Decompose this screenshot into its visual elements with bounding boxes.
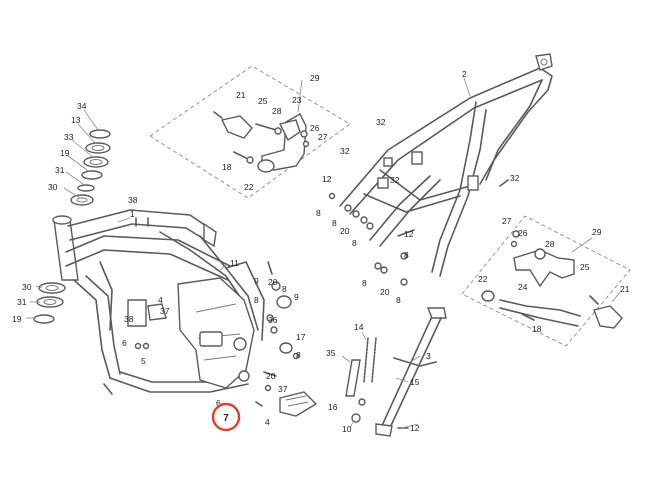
footpegs-lower xyxy=(147,303,318,417)
callout-8-e: 8 xyxy=(332,218,337,228)
callout-29-right: 29 xyxy=(592,227,602,237)
callout-8: 8 xyxy=(254,295,259,305)
callout-11: 11 xyxy=(230,258,239,268)
callout-18: 18 xyxy=(222,162,232,172)
callout-38: 38 xyxy=(128,195,138,205)
callout-31: 31 xyxy=(55,165,65,175)
callout-30: 30 xyxy=(48,182,58,192)
callout-8-i: 8 xyxy=(362,278,367,288)
callout-37-upper: 37 xyxy=(160,306,170,316)
callout-38-lower: 38 xyxy=(124,314,134,324)
callout-12-a: 12 xyxy=(322,174,332,184)
callout-16: 16 xyxy=(328,402,338,412)
callout-25: 25 xyxy=(258,96,268,106)
callout-22-right: 22 xyxy=(478,274,488,284)
callout-17: 17 xyxy=(296,332,306,342)
group-box-footrest-upper xyxy=(149,65,351,199)
callout-32-a: 32 xyxy=(376,117,386,127)
callout-2: 2 xyxy=(462,69,467,79)
callout-13: 13 xyxy=(71,115,81,125)
callout-26-right: 26 xyxy=(518,228,528,238)
callout-19-left: 19 xyxy=(12,314,22,324)
callout-5: 5 xyxy=(141,356,146,366)
callout-20-d: 20 xyxy=(380,287,390,297)
callout-8-c: 8 xyxy=(296,350,301,360)
callout-8-g: 8 xyxy=(404,250,409,260)
callout-12-c: 12 xyxy=(410,423,420,433)
callout-21: 21 xyxy=(236,90,246,100)
callout-8-h: 8 xyxy=(396,295,401,305)
highlight-ring xyxy=(211,402,241,432)
callout-21-right: 21 xyxy=(620,284,630,294)
callout-27: 27 xyxy=(318,132,328,142)
side-stand-assembly xyxy=(345,307,447,437)
callout-4-upper: 4 xyxy=(158,295,163,305)
callout-35: 35 xyxy=(326,348,336,358)
callout-12-b: 12 xyxy=(404,229,414,239)
callout-8-b: 8 xyxy=(282,284,287,294)
callout-1: 1 xyxy=(130,209,135,219)
callout-3: 3 xyxy=(426,351,431,361)
callout-9-b: 9 xyxy=(294,292,299,302)
callout-20-b: 20 xyxy=(266,371,276,381)
callout-30-left: 30 xyxy=(22,282,32,292)
callout-8-d: 8 xyxy=(316,208,321,218)
callout-26: 26 xyxy=(310,123,320,133)
callout-9: 9 xyxy=(254,276,259,286)
callout-34: 34 xyxy=(77,101,87,111)
callout-8-f: 8 xyxy=(352,238,357,248)
callout-32-b: 32 xyxy=(340,146,350,156)
callout-18-right: 18 xyxy=(532,324,542,334)
subframe-bolts xyxy=(328,179,509,286)
callout-27-right: 27 xyxy=(502,216,512,226)
highlighted-callout[interactable]: 7 xyxy=(211,402,241,432)
callout-15: 15 xyxy=(410,377,420,387)
group-box-footrest-right xyxy=(461,215,631,347)
subframe xyxy=(339,53,553,277)
callout-33: 33 xyxy=(64,132,74,142)
highlight-label: 7 xyxy=(223,413,229,424)
callout-28-right: 28 xyxy=(545,239,555,249)
main-frame xyxy=(52,209,265,395)
callout-28: 28 xyxy=(272,106,282,116)
callout-4-lower: 4 xyxy=(265,417,270,427)
callout-6-upper: 6 xyxy=(122,338,127,348)
callout-20: 20 xyxy=(268,277,278,287)
callout-29: 29 xyxy=(310,73,320,83)
callout-37-lower: 37 xyxy=(278,384,288,394)
callout-25-right: 25 xyxy=(580,262,590,272)
callout-32-c: 32 xyxy=(390,175,400,185)
callout-14: 14 xyxy=(354,322,364,332)
steering-bearing-stack xyxy=(33,129,111,324)
right-footrest-assembly xyxy=(481,230,623,329)
callout-6-lower: 6 xyxy=(216,398,221,408)
frame-bolts xyxy=(134,217,300,392)
callout-19: 19 xyxy=(60,148,70,158)
callout-32-d: 32 xyxy=(510,173,520,183)
callout-36: 36 xyxy=(268,315,278,325)
leader-lines xyxy=(26,77,621,429)
callout-31-left: 31 xyxy=(17,297,27,307)
callout-23: 23 xyxy=(292,95,302,105)
left-footrest-assembly xyxy=(213,111,310,173)
callout-20-c: 20 xyxy=(340,226,350,236)
callout-24: 24 xyxy=(518,282,528,292)
callout-22: 22 xyxy=(244,182,254,192)
callout-10: 10 xyxy=(342,424,352,434)
callout-labels: 34 13 33 19 31 30 38 1 11 30 31 19 38 4 … xyxy=(12,69,630,434)
